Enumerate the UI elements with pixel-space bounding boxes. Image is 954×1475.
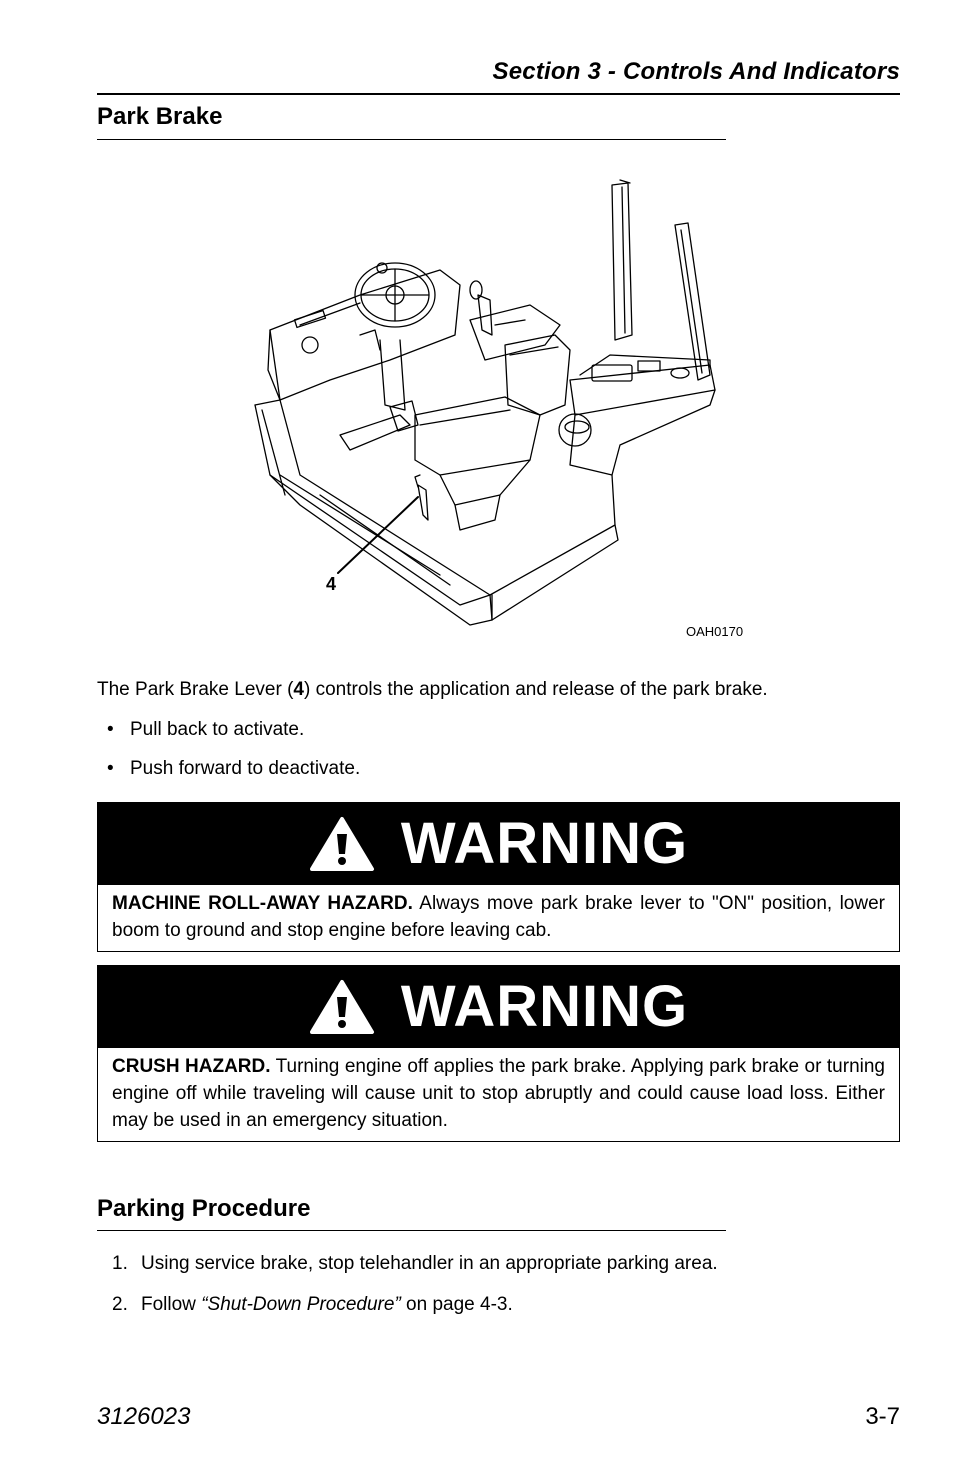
step-text: Using service brake, stop telehandler in… bbox=[141, 1253, 718, 1274]
hazard-title: MACHINE ROLL-AWAY HAZARD. bbox=[112, 893, 413, 914]
figure-callout-label: 4 bbox=[326, 574, 337, 594]
list-item: 1. Using service brake, stop telehandler… bbox=[112, 1252, 718, 1276]
page-number: 3-7 bbox=[865, 1403, 900, 1430]
description-after: ) controls the application and release o… bbox=[304, 679, 768, 700]
park-brake-description: The Park Brake Lever (4) controls the ap… bbox=[97, 678, 768, 702]
warning-label: WARNING bbox=[400, 811, 689, 876]
section-header: Section 3 - Controls And Indicators bbox=[492, 58, 900, 85]
parking-procedure-heading-rule bbox=[97, 1230, 726, 1231]
bullet-dot: • bbox=[107, 719, 114, 740]
list-item: 2. Follow “Shut-Down Procedure” on page … bbox=[112, 1293, 513, 1317]
parking-procedure-heading: Parking Procedure bbox=[97, 1195, 311, 1222]
bullet-text: Pull back to activate. bbox=[130, 719, 305, 740]
step-text-before: Follow bbox=[141, 1294, 202, 1315]
warning-triangle-icon bbox=[309, 817, 374, 871]
park-brake-heading: Park Brake bbox=[97, 103, 223, 130]
description-before: The Park Brake Lever ( bbox=[97, 679, 294, 700]
warning-box-crush: WARNING CRUSH HAZARD. Turning engine off… bbox=[97, 965, 900, 1142]
description-callout: 4 bbox=[293, 679, 304, 700]
step-text: Follow “Shut-Down Procedure” on page 4-3… bbox=[141, 1293, 513, 1317]
hazard-description: Turning engine off applies the park brak… bbox=[112, 1056, 885, 1131]
cab-illustration: 4 OAH0170 bbox=[240, 175, 760, 645]
hazard-title: CRUSH HAZARD. bbox=[112, 1056, 271, 1077]
bullet-dot: • bbox=[107, 758, 114, 779]
figure-id: OAH0170 bbox=[686, 624, 744, 639]
step-number: 2. bbox=[112, 1294, 128, 1315]
cross-reference-link[interactable]: “Shut-Down Procedure” bbox=[201, 1294, 401, 1315]
warning-text: CRUSH HAZARD. Turning engine off applies… bbox=[98, 1048, 899, 1141]
warning-triangle-icon bbox=[309, 980, 374, 1034]
warning-banner: WARNING bbox=[98, 803, 899, 885]
step-number: 1. bbox=[112, 1253, 128, 1274]
step-text-after: on page 4-3. bbox=[400, 1294, 513, 1315]
warning-label: WARNING bbox=[400, 974, 689, 1039]
warning-text: MACHINE ROLL-AWAY HAZARD. Always move pa… bbox=[98, 885, 899, 951]
hazard-description: Always move park brake lever to "ON" pos… bbox=[112, 893, 885, 941]
header-rule bbox=[97, 93, 900, 95]
warning-banner: WARNING bbox=[98, 966, 899, 1048]
warning-box-rollaway: WARNING MACHINE ROLL-AWAY HAZARD. Always… bbox=[97, 802, 900, 952]
bullet-text: Push forward to deactivate. bbox=[130, 758, 361, 779]
park-brake-heading-rule bbox=[97, 139, 726, 140]
document-number: 3126023 bbox=[97, 1403, 191, 1430]
